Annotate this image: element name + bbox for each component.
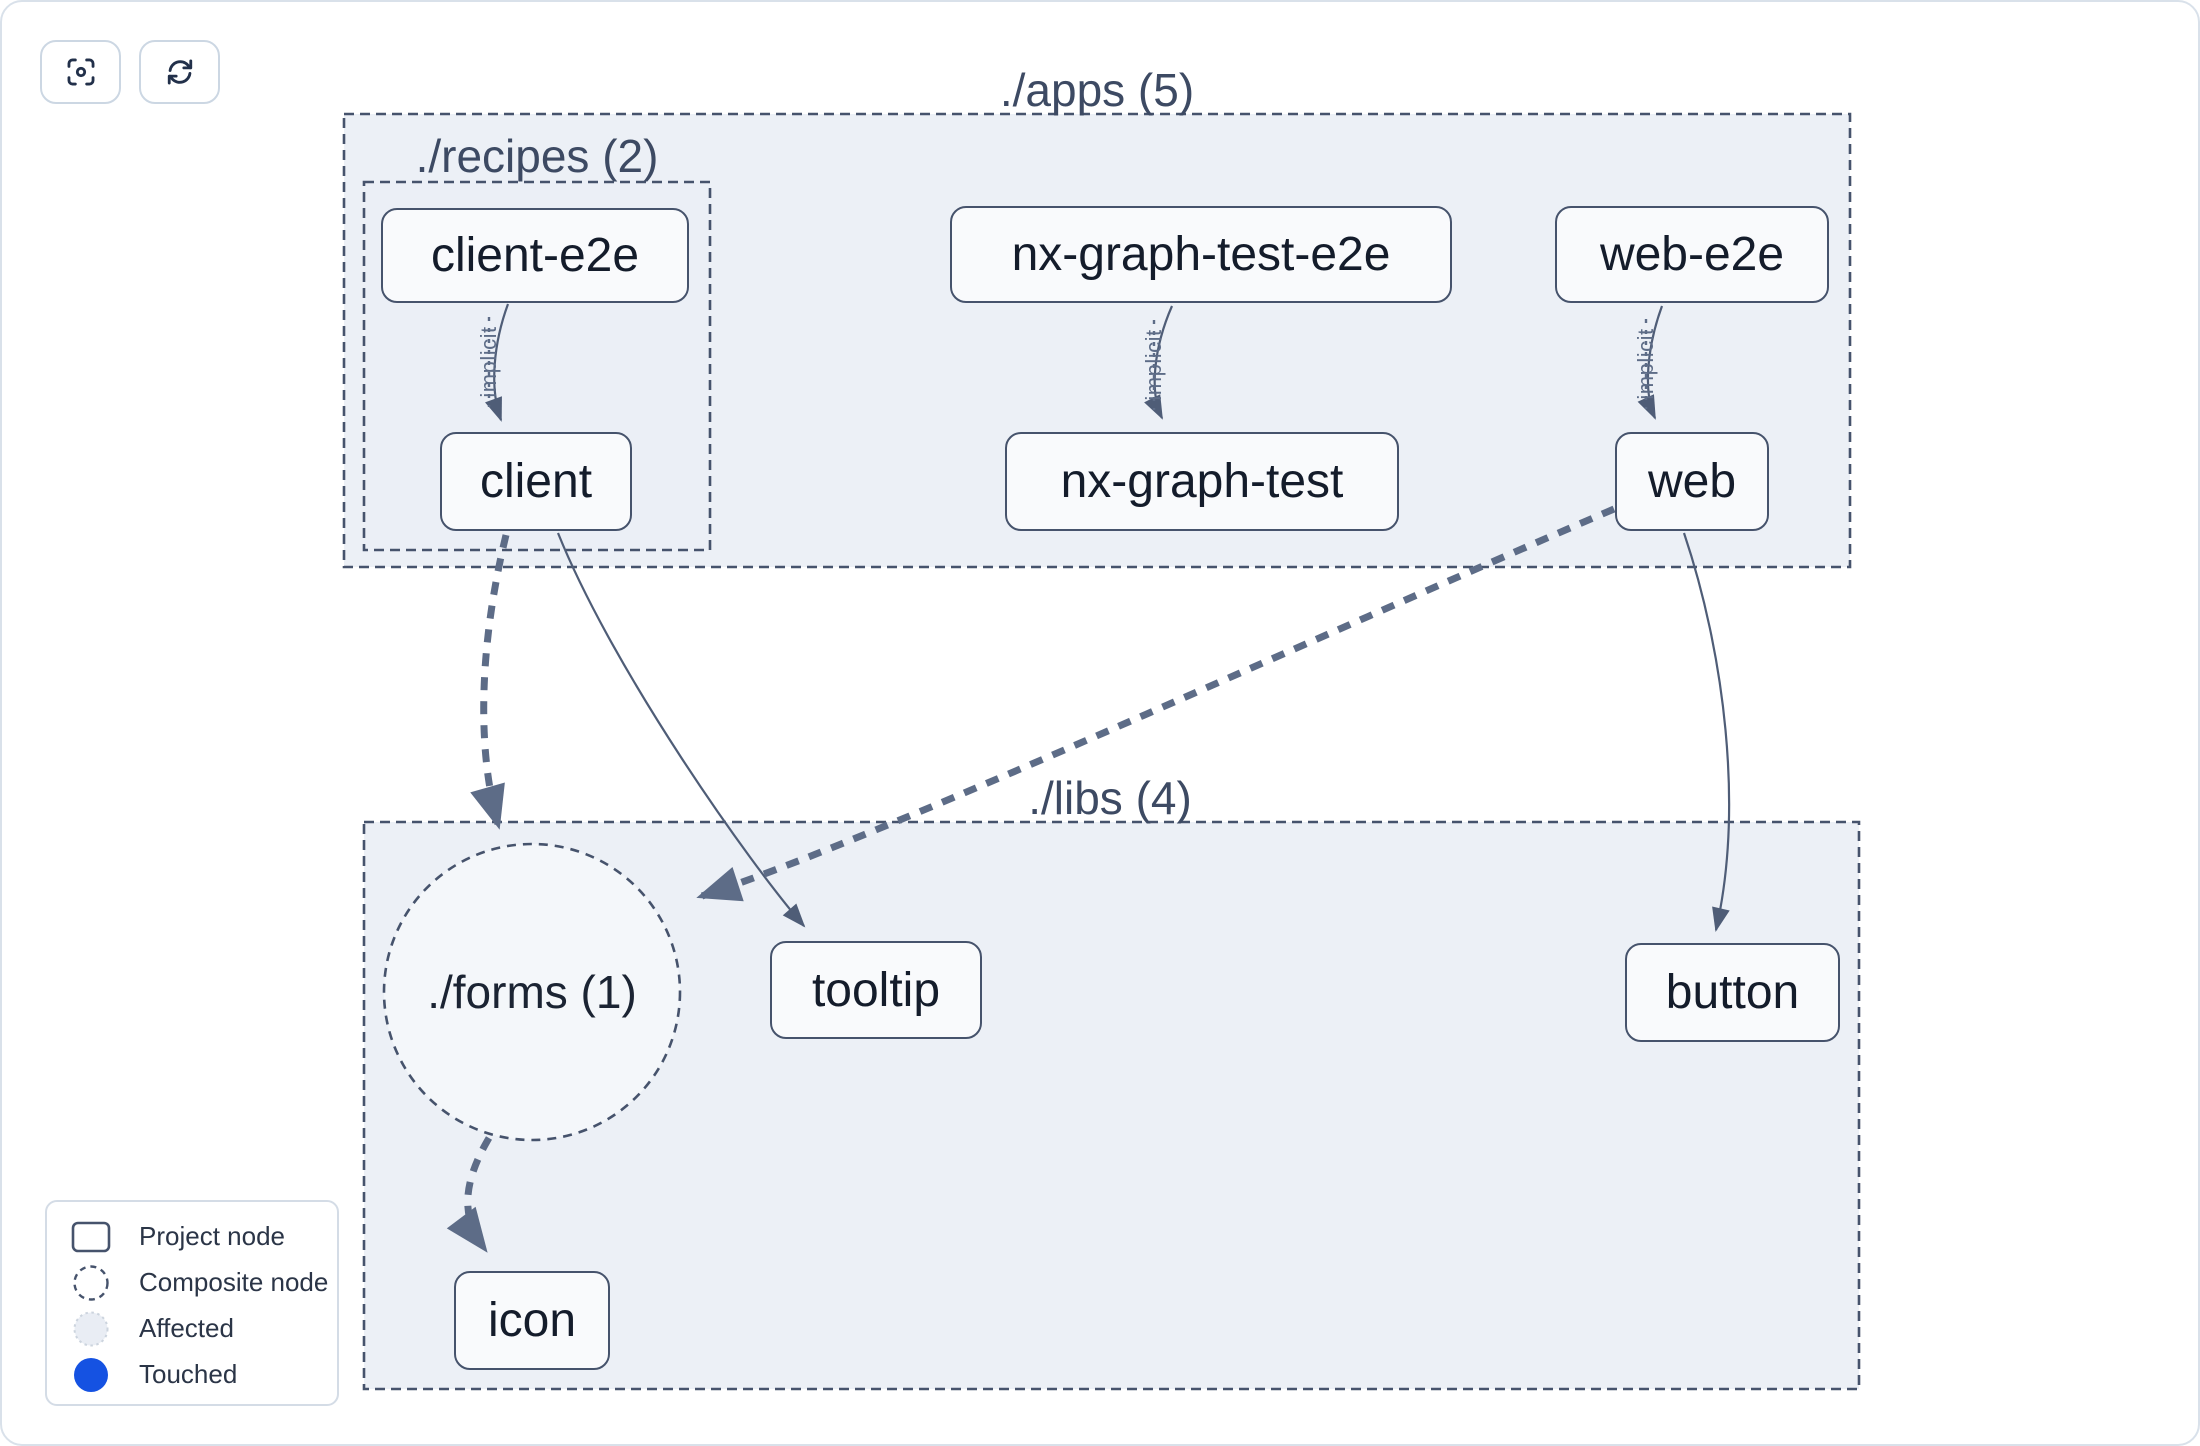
node-label: icon <box>487 1294 577 1347</box>
node-label: client <box>479 455 593 508</box>
edge-forms-to-icon <box>446 1136 493 1253</box>
affected-icon <box>69 1310 113 1348</box>
node-nx-graph-test-e2e[interactable]: nx-graph-test-e2e <box>950 206 1452 303</box>
node-label: button <box>1665 966 1800 1019</box>
legend-label: Touched <box>139 1359 238 1389</box>
node-web-e2e[interactable]: web-e2e <box>1555 206 1829 303</box>
node-label: nx-graph-test <box>1060 455 1344 508</box>
center-view-icon <box>67 58 94 86</box>
legend-row-composite-node: Composite node <box>69 1264 337 1301</box>
edge-client-to-tooltip <box>556 532 806 928</box>
node-web[interactable]: web <box>1615 432 1769 531</box>
center-view-button[interactable] <box>40 40 121 104</box>
legend-row-affected: Affected <box>69 1310 337 1347</box>
composite-node-forms-circle[interactable] <box>382 842 682 1142</box>
node-client[interactable]: client <box>440 432 632 531</box>
refresh-icon <box>167 59 192 85</box>
node-icon[interactable]: icon <box>454 1271 610 1370</box>
node-button[interactable]: button <box>1625 943 1840 1042</box>
legend: Project node Composite node Affected <box>45 1200 339 1406</box>
legend-row-project-node: Project node <box>69 1218 337 1255</box>
node-label: web-e2e <box>1599 228 1785 281</box>
legend-label: Affected <box>139 1313 234 1343</box>
project-node-icon <box>69 1221 113 1253</box>
edge-web-to-button <box>1682 532 1731 932</box>
legend-label: Composite node <box>139 1267 329 1297</box>
composite-node-icon <box>69 1264 113 1302</box>
refresh-button[interactable] <box>139 40 220 104</box>
node-label: nx-graph-test-e2e <box>1011 228 1391 281</box>
edge-client-e2e-to-client <box>485 303 510 422</box>
touched-icon <box>69 1356 113 1394</box>
edge-client-to-forms <box>470 534 510 830</box>
node-label: tooltip <box>811 963 941 1017</box>
node-label: client-e2e <box>430 229 640 282</box>
node-tooltip[interactable]: tooltip <box>770 941 982 1039</box>
node-label: web <box>1647 455 1737 508</box>
edge-web-to-forms <box>696 505 1616 902</box>
node-nx-graph-test[interactable]: nx-graph-test <box>1005 432 1399 531</box>
edge-nx-graph-test-e2e-to-nx-graph-test <box>1144 305 1174 420</box>
node-client-e2e[interactable]: client-e2e <box>381 208 689 303</box>
edge-web-e2e-to-web <box>1637 305 1664 420</box>
legend-label: Project node <box>139 1221 285 1251</box>
legend-row-touched: Touched <box>69 1356 337 1393</box>
